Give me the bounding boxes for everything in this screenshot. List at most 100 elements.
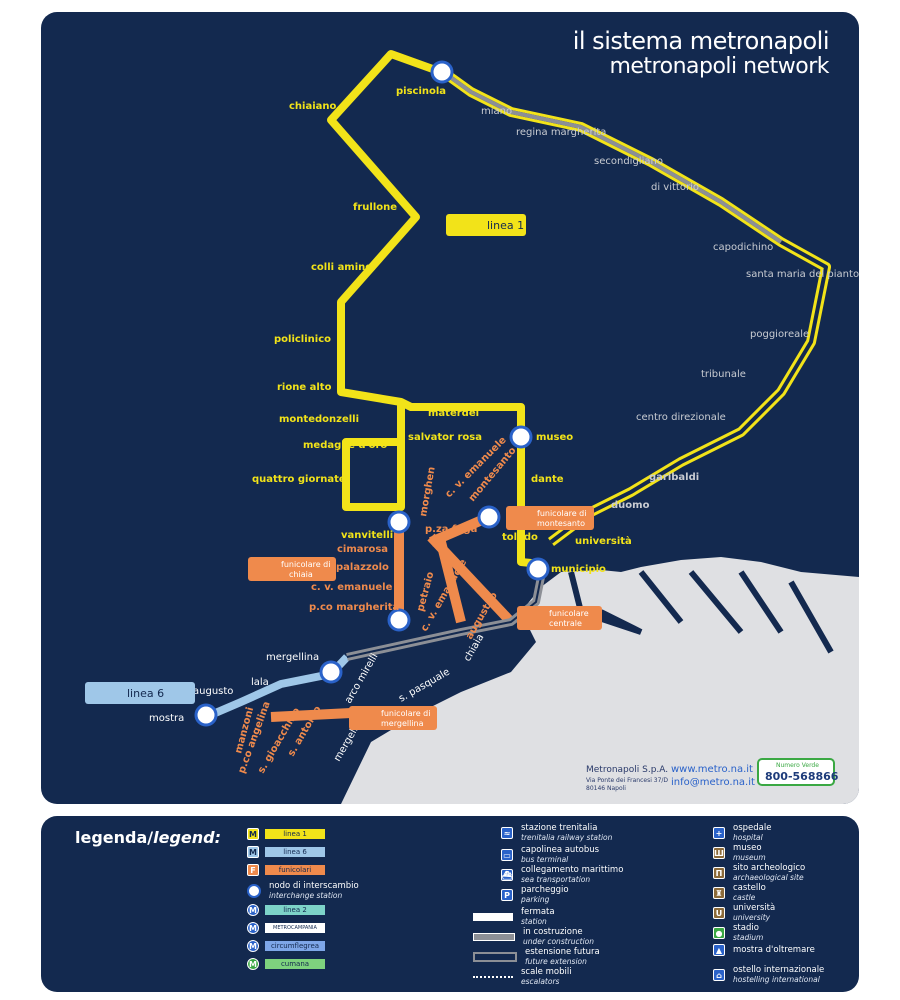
station-label: garibaldi [649,472,699,483]
svg-text:funicolare di: funicolare di [537,509,586,518]
station-label: frullone [353,202,397,213]
station-label: cimarosa [337,544,388,555]
funicolare-chiaia-callout: funicolare di chiaia [248,557,336,581]
svg-text:Numero Verde: Numero Verde [776,762,819,769]
station-label: toledo [502,532,538,543]
station-label: piscinola [396,86,446,97]
metro-icon: M [247,846,259,858]
university-icon: U [713,907,725,919]
funicolare-montesanto-callout: funicolare di montesanto [506,506,594,530]
legend-mostra: ▲ mostra d'oltremare [713,944,815,956]
station-label: mostra [149,713,184,724]
legend-linea2: M linea 2 [247,904,325,916]
svg-text:centrale: centrale [549,619,582,628]
map-drawing: piscinola chiaiano frullone colli aminei… [85,50,859,804]
station-label: salvator rosa [408,432,482,443]
svg-text:www.metro.na.it: www.metro.na.it [671,764,753,775]
title-line1: il sistema metronapoli [572,27,830,55]
map-title: il sistema metronapoli metronapoli netwo… [572,27,830,80]
line1-labels: piscinola chiaiano frullone colli aminei… [252,86,699,575]
bus-icon: ▭ [501,849,513,861]
funicolare-mergellina-callout: funicolare di mergellina [349,706,437,730]
svg-text:Metronapoli S.p.A.: Metronapoli S.p.A. [586,765,668,775]
svg-text:linea 1: linea 1 [487,219,524,232]
station-label: policlinico [274,334,331,345]
harbor-piers [568,570,834,654]
station-label: poggioreale [750,329,809,340]
company-info: Metronapoli S.p.A. Via Ponte dei Frances… [586,758,839,792]
funicular-icon: F [247,864,259,876]
funicular-petraio [436,540,466,624]
station-label: quattro giornate [252,474,346,485]
svg-text:funicolare di: funicolare di [281,560,330,569]
station-label: di vittorio [651,182,699,193]
linea6-callout: linea 6 [85,682,195,704]
stadium-icon: ● [713,927,725,939]
station-label: colli aminei [311,262,376,273]
station-label: santa maria del pianto [746,269,859,280]
station-label: materdei [428,408,479,419]
metro-icon: M [247,958,259,970]
station-label: università [575,535,632,547]
legend-circumflegrea: M circumflegrea [247,940,325,952]
linea1-callout: linea 1 [446,214,526,236]
line1-path [327,50,542,568]
station-label: morghen [418,466,438,518]
station-label: montedonzelli [279,414,359,425]
hostel-icon: ⌂ [713,969,725,981]
svg-text:funicolare: funicolare [549,609,589,618]
metro-icon: M [247,904,259,916]
station-label: rione alto [277,382,332,393]
station-label: municipio [551,564,606,575]
legend-line1: M linea 1 [247,828,325,840]
svg-text:80146 Napoli: 80146 Napoli [586,785,626,792]
station-label: museo [536,432,573,443]
boat-icon: ⛴ [501,869,513,881]
exhibition-icon: ▲ [713,944,725,956]
station-label: capodichino [713,242,773,253]
station-label: vanvitelli [341,530,393,541]
legend-line6: M linea 6 [247,846,325,858]
svg-text:mergellina: mergellina [381,719,424,728]
station-label: augusto [193,686,233,697]
svg-text:info@metro.na.it: info@metro.na.it [671,777,755,788]
future-labels: miano regina margherita secondigliano di… [481,106,859,423]
legend-panel: legenda/legend: M linea 1 M linea 6 F fu… [41,816,859,992]
station-label: duomo [611,500,650,511]
metro-icon: M [247,922,259,934]
svg-text:montesanto: montesanto [537,519,585,528]
escalator-symbol [473,976,513,978]
parking-icon: P [501,889,513,901]
station-label: tribunale [701,369,746,380]
future-extension-line [443,69,831,546]
svg-text:funicolare di: funicolare di [381,709,430,718]
legend-title: legenda/legend: [75,828,222,847]
station-label: mergellina [266,652,319,663]
legend-metrocampania: M METROCAMPANIA NORDEST [247,922,325,941]
station-label: miano [481,106,512,117]
network-map: piscinola chiaiano frullone colli aminei… [41,12,859,804]
castle-icon: ♜ [713,887,725,899]
svg-text:linea 6: linea 6 [127,687,164,700]
metro-icon: M [247,828,259,840]
title-line2: metronapoli network [609,54,829,79]
construction-symbol [473,933,515,941]
station-label: p.za fuga [425,524,477,535]
station-label: palazzolo [336,562,389,573]
future-symbol [473,952,517,962]
station-symbol [473,913,513,921]
svg-text:Via Ponte dei Francesi 37/D: Via Ponte dei Francesi 37/D [586,777,668,784]
station-label: s. pasquale [397,667,452,705]
station-label: regina margherita [516,127,606,138]
